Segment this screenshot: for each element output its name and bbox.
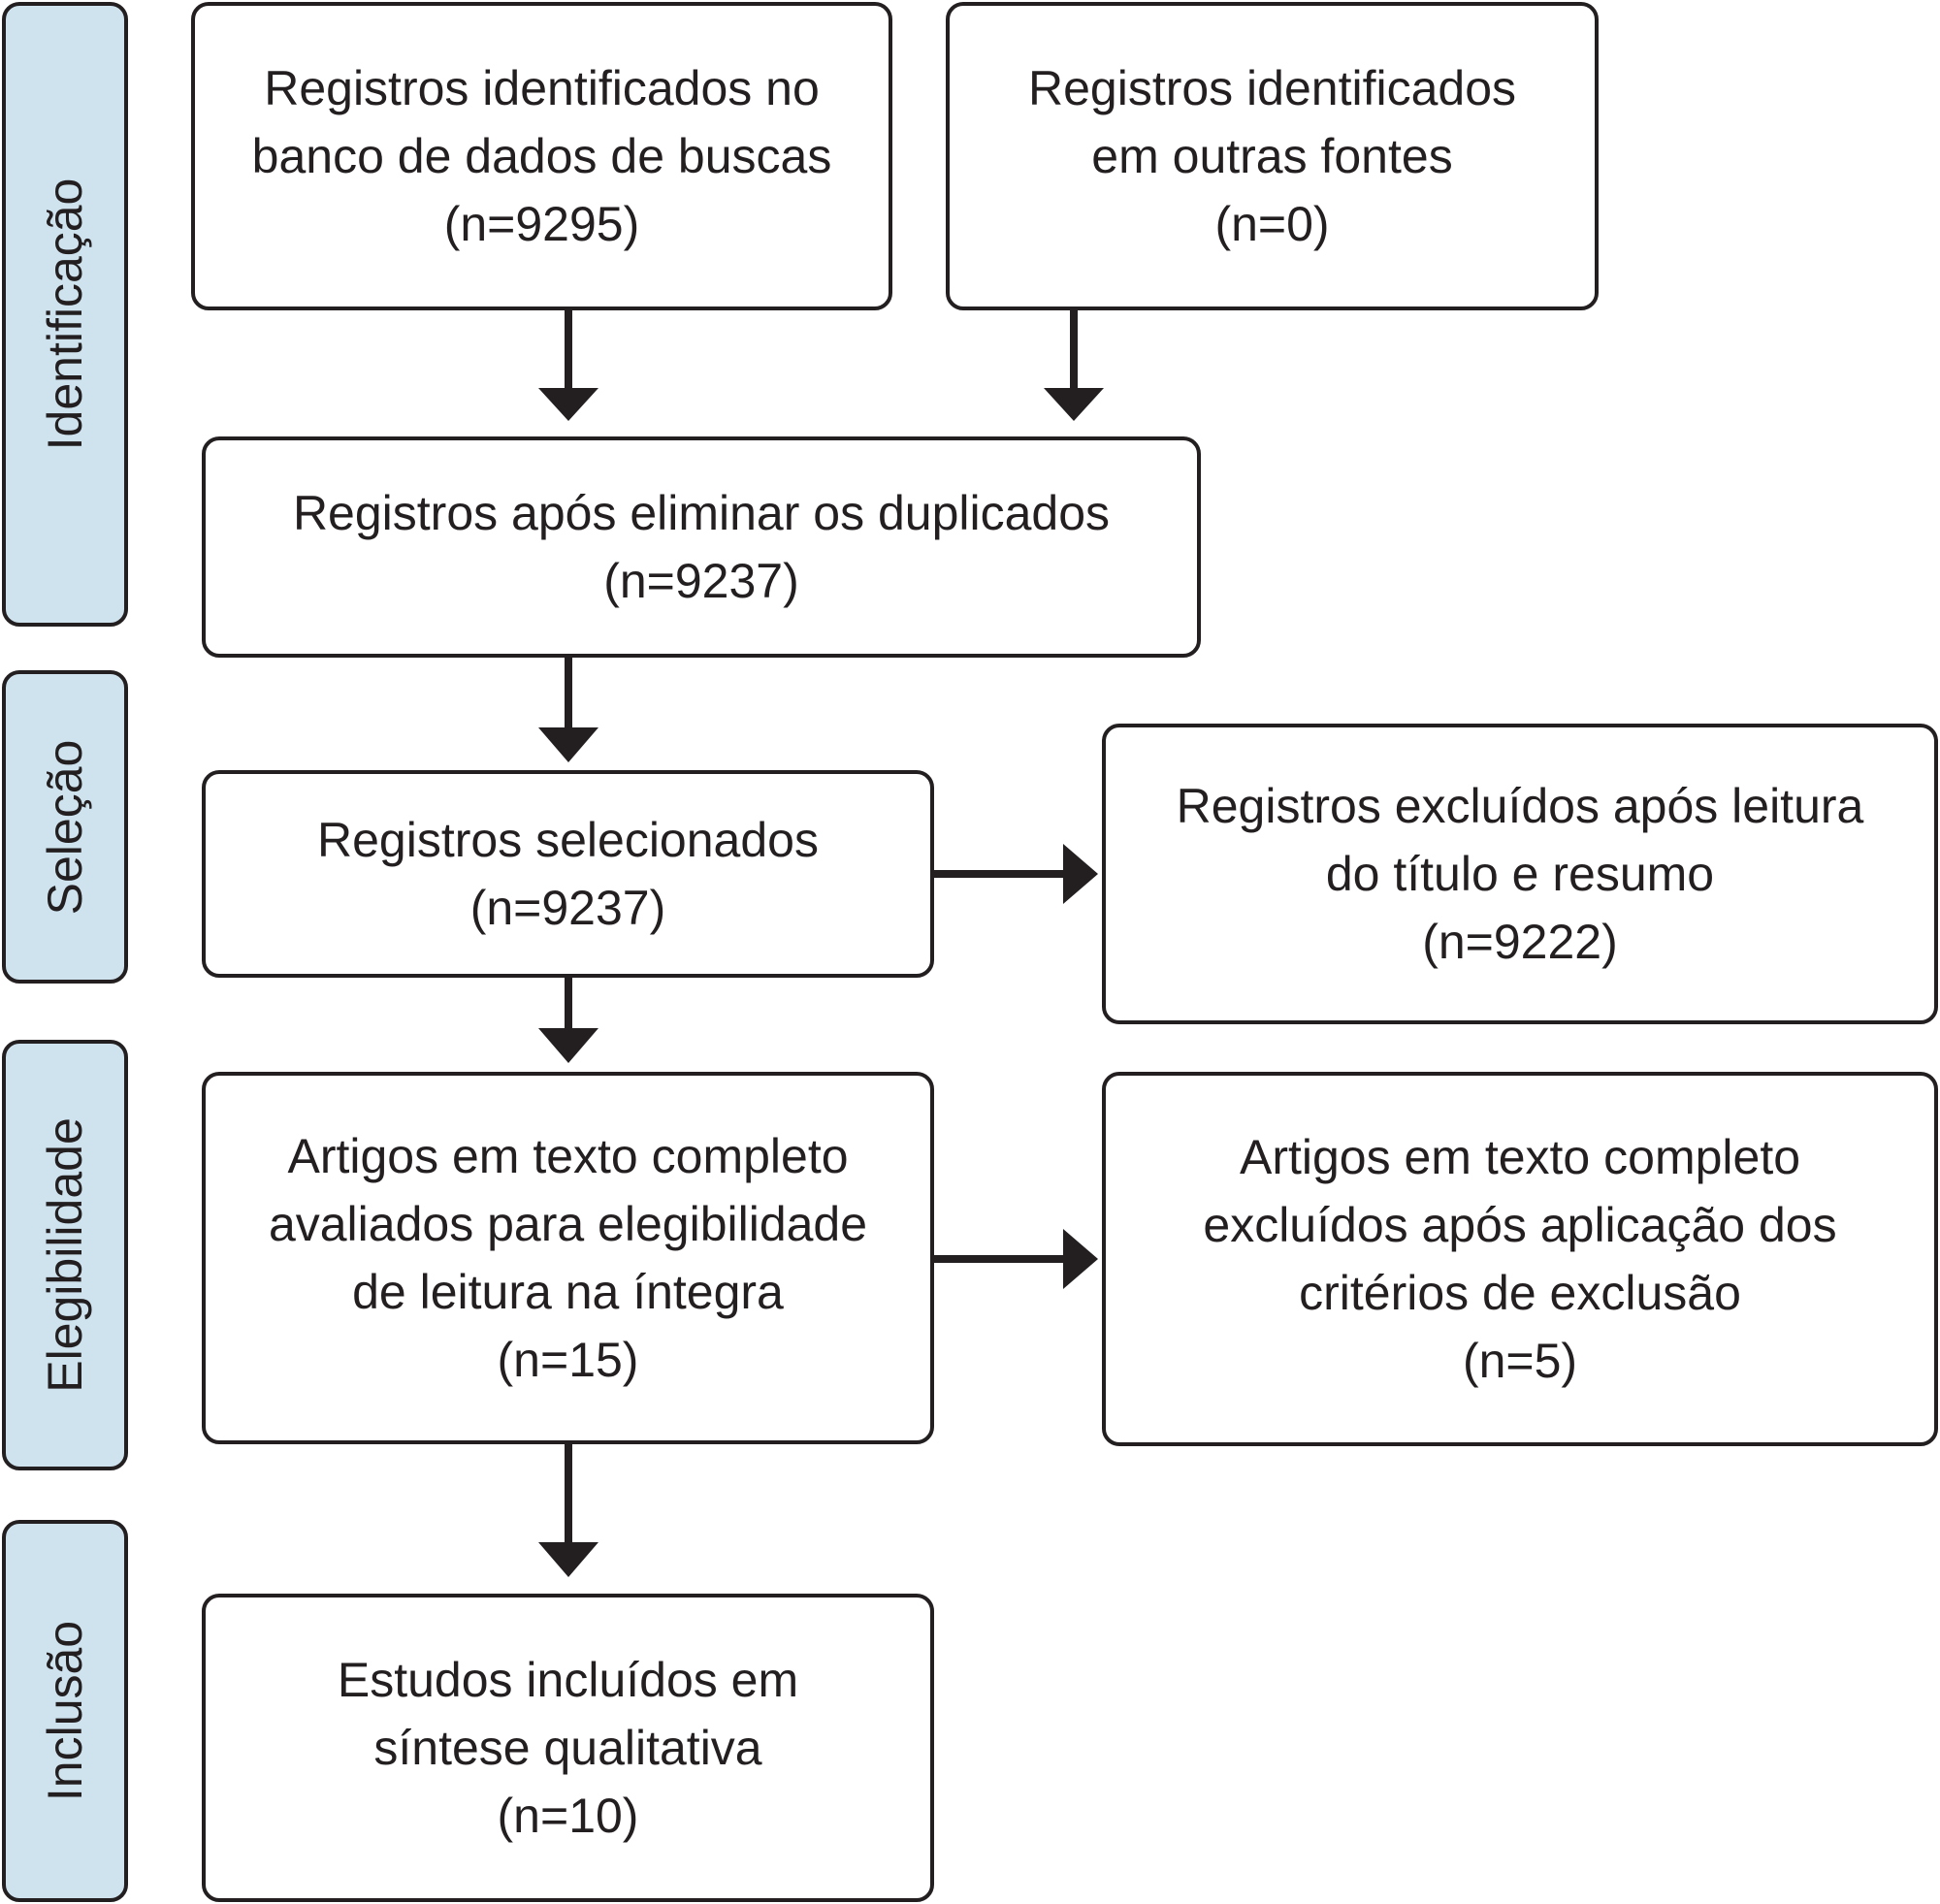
excluded-title-abstract-box: Registros excluídos após leitura do títu…	[1102, 724, 1938, 1024]
full-text-assessed-line-3: de leitura na íntegra	[352, 1265, 784, 1319]
full-text-excluded-line-2: excluídos após aplicação dos	[1203, 1198, 1837, 1252]
screened-box: Registros selecionados (n=9237)	[202, 770, 934, 978]
database-records-box: Registros identificados no banco de dado…	[191, 2, 892, 310]
full-text-excluded-line-3: critérios de exclusão	[1299, 1266, 1741, 1320]
database-records-count: (n=9295)	[443, 197, 640, 251]
arrow-dedup-to-screened-head	[538, 727, 598, 762]
arrow-other-to-dedup-head	[1044, 388, 1104, 421]
excluded-title-abstract-line-2: do título e resumo	[1325, 847, 1715, 901]
screened-line-1: Registros selecionados	[317, 813, 819, 867]
full-text-excluded-line-1: Artigos em texto completo	[1239, 1130, 1801, 1184]
screened-count: (n=9237)	[469, 881, 666, 935]
full-text-assessed-line-2: avaliados para elegibilidade	[268, 1197, 868, 1251]
database-records-line-1: Registros identificados no	[264, 61, 820, 115]
arrow-screened-to-excluded-head	[1063, 844, 1098, 904]
full-text-assessed-count: (n=15)	[497, 1333, 639, 1387]
phase-selection: Seleção	[2, 670, 128, 984]
excluded-title-abstract-count: (n=9222)	[1422, 915, 1618, 969]
other-sources-box: Registros identificados em outras fontes…	[946, 2, 1599, 310]
phase-identification: Identificação	[2, 2, 128, 627]
arrow-fulltext-to-included-head	[538, 1542, 598, 1577]
phase-eligibility: Elegibilidade	[2, 1040, 128, 1470]
after-duplicates-line-1: Registros após eliminar os duplicados	[292, 486, 1111, 540]
phase-inclusion: Inclusão	[2, 1520, 128, 1902]
after-duplicates-box: Registros após eliminar os duplicados (n…	[202, 436, 1201, 658]
full-text-excluded-count: (n=5)	[1462, 1334, 1578, 1388]
other-sources-line-1: Registros identificados	[1027, 61, 1517, 115]
arrow-fulltext-to-excluded-head	[1063, 1229, 1098, 1289]
included-box: Estudos incluídos em síntese qualitativa…	[202, 1594, 934, 1902]
arrow-screened-to-fulltext-head	[538, 1028, 598, 1063]
included-line-2: síntese qualitativa	[373, 1721, 762, 1775]
included-line-1: Estudos incluídos em	[337, 1653, 799, 1707]
database-records-line-2: banco de dados de buscas	[251, 129, 832, 183]
full-text-assessed-box: Artigos em texto completo avaliados para…	[202, 1072, 934, 1444]
arrow-database-to-dedup-head	[538, 388, 598, 421]
excluded-title-abstract-line-1: Registros excluídos após leitura	[1176, 779, 1864, 833]
included-count: (n=10)	[497, 1789, 639, 1843]
after-duplicates-count: (n=9237)	[603, 554, 799, 608]
full-text-excluded-box: Artigos em texto completo excluídos após…	[1102, 1072, 1938, 1446]
full-text-assessed-line-1: Artigos em texto completo	[287, 1129, 849, 1183]
other-sources-count: (n=0)	[1214, 197, 1330, 251]
other-sources-line-2: em outras fontes	[1091, 129, 1453, 183]
